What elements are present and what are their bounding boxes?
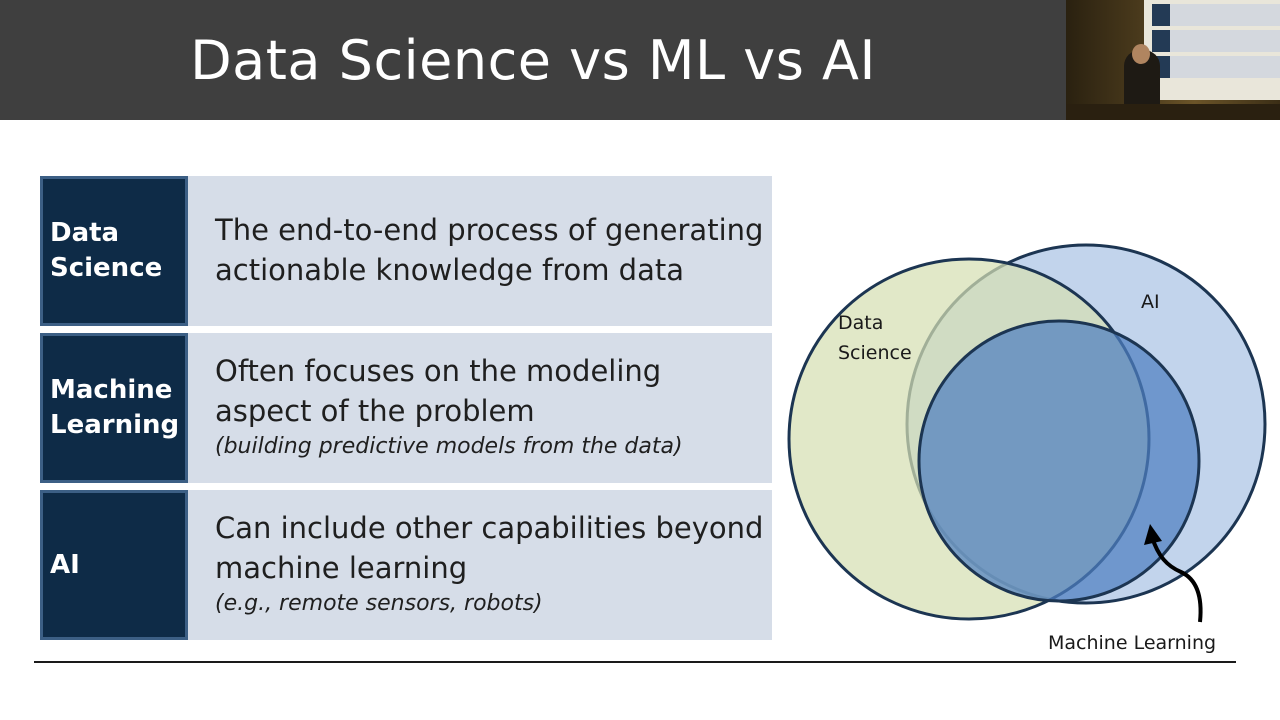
description-line: The end-to-end process of generating [215, 213, 764, 247]
row-description-data-science: The end-to-end process of generating act… [188, 176, 772, 326]
description-line: actionable knowledge from data [215, 253, 684, 287]
pointer-arrow [1150, 536, 1203, 623]
row-description-machine-learning: Often focuses on the modeling aspect of … [188, 333, 772, 483]
definition-row-machine-learning: Machine Learning Often focuses on the mo… [40, 333, 772, 483]
description-note: (building predictive models from the dat… [215, 434, 683, 459]
machine-learning-label: Machine Learning [1048, 632, 1216, 654]
row-label-data-science: Data Science [40, 176, 188, 326]
definition-row-ai: AI Can include other capabilities beyond… [40, 490, 772, 640]
row-label-machine-learning: Machine Learning [40, 333, 188, 483]
data-science-label: Data [838, 312, 883, 334]
description-note: (e.g., remote sensors, robots) [215, 591, 543, 616]
description-line: machine learning [215, 551, 468, 585]
footer-divider [34, 661, 1236, 663]
machine-learning-circle [917, 319, 1201, 603]
presenter-head [1132, 44, 1150, 64]
description-line: Often focuses on the modeling [215, 354, 662, 388]
presenter-video-inset [1066, 0, 1280, 120]
definition-row-data-science: Data Science The end-to-end process of g… [40, 176, 772, 326]
venn-diagram: Data Science AI Machine Learning [787, 243, 1267, 654]
arrow-head [1144, 524, 1162, 545]
projected-slide-thumbnail [1144, 0, 1280, 100]
data-science-label: Science [838, 342, 912, 364]
ai-label: AI [1141, 291, 1160, 313]
slide-title: Data Science vs ML vs AI [190, 28, 876, 92]
description-line: aspect of the problem [215, 394, 535, 428]
row-description-ai: Can include other capabilities beyond ma… [188, 490, 772, 640]
title-bar: Data Science vs ML vs AI [0, 0, 1280, 120]
row-label-ai: AI [40, 490, 188, 640]
description-line: Can include other capabilities beyond [215, 511, 764, 545]
